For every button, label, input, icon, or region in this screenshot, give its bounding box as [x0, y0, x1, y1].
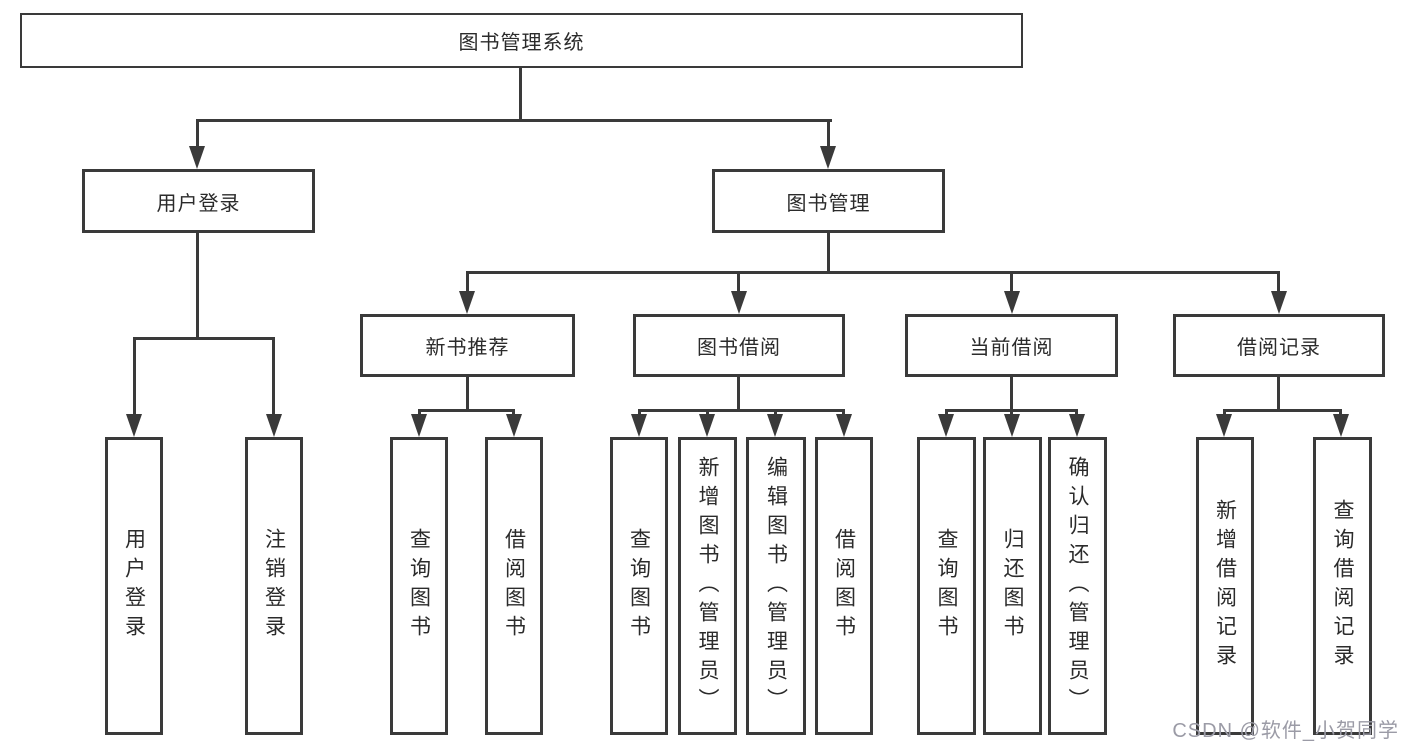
connector-g2-stem	[737, 377, 740, 409]
arrowhead-login-leaf	[126, 414, 142, 437]
connector-book-mgmt-rail	[466, 271, 1280, 274]
csdn-watermark: CSDN @软件_小贺同学	[1172, 720, 1399, 742]
connector-g1-drop2	[512, 409, 515, 417]
node-user-login-label: 用户登录	[156, 192, 241, 215]
node-current-borrowing: 当前借阅	[905, 314, 1118, 377]
connector-g1-rail	[418, 409, 515, 412]
leaf-query-books-3-label: 查询图书	[935, 528, 958, 644]
connector-g4-drop1	[1223, 409, 1226, 417]
arrowhead-g1-leaf2	[506, 414, 522, 437]
leaf-add-books-admin: 新增图书（管理员）	[678, 437, 737, 735]
leaf-add-borrow-record-label: 新增借阅记录	[1213, 499, 1237, 673]
node-book-borrowing-label: 图书借阅	[697, 337, 781, 359]
leaf-query-books-1-label: 查询图书	[407, 528, 431, 644]
connector-drop-logout-leaf	[272, 337, 275, 417]
arrowhead-logout-leaf	[266, 414, 282, 437]
arrowhead-current-borrow	[1004, 291, 1020, 314]
node-book-management: 图书管理	[712, 169, 945, 233]
arrowhead-borrow-record	[1271, 291, 1287, 314]
connector-drop-new-book	[466, 271, 469, 293]
connector-book-mgmt-stem	[827, 233, 830, 271]
node-borrow-records-label: 借阅记录	[1237, 337, 1321, 359]
arrowhead-book-management	[820, 146, 836, 169]
connector-g3-drop2	[1010, 409, 1013, 417]
node-current-borrowing-label: 当前借阅	[969, 337, 1054, 359]
connector-drop-borrow-record	[1277, 271, 1280, 293]
leaf-edit-books-admin-label: 编辑图书（管理员）	[764, 455, 788, 717]
leaf-query-books-1: 查询图书	[390, 437, 448, 735]
leaf-borrow-books-1: 借阅图书	[485, 437, 543, 735]
connector-drop-user-login	[196, 119, 199, 149]
arrowhead-g4-leaf2	[1333, 414, 1349, 437]
node-user-login: 用户登录	[82, 169, 315, 233]
arrowhead-g3-leaf3	[1069, 414, 1085, 437]
connector-g4-drop2	[1339, 409, 1342, 417]
connector-user-login-rail	[133, 337, 275, 340]
leaf-confirm-return-admin: 确认归还（管理员）	[1048, 437, 1107, 735]
arrowhead-user-login	[189, 146, 205, 169]
leaf-user-login: 用户登录	[105, 437, 163, 735]
leaf-query-borrow-record-label: 查询借阅记录	[1331, 499, 1354, 673]
node-book-management-label: 图书管理	[786, 192, 871, 215]
connector-drop-book-management	[827, 119, 830, 149]
arrowhead-g2-leaf3	[767, 414, 783, 437]
connector-g2-drop4	[842, 409, 845, 417]
connector-g2-drop1	[638, 409, 641, 417]
leaf-return-books-label: 归还图书	[1001, 528, 1024, 644]
connector-g1-drop1	[418, 409, 421, 417]
arrowhead-g2-leaf1	[631, 414, 647, 437]
arrowhead-g1-leaf1	[411, 414, 427, 437]
connector-g4-stem	[1277, 377, 1280, 409]
node-root-label: 图书管理系统	[458, 32, 585, 54]
leaf-user-login-label: 用户登录	[122, 528, 146, 644]
connector-g1-stem	[466, 377, 469, 409]
leaf-add-borrow-record: 新增借阅记录	[1196, 437, 1254, 735]
leaf-confirm-return-admin-label: 确认归还（管理员）	[1066, 455, 1089, 717]
connector-g3-stem	[1010, 377, 1013, 409]
connector-g3-drop1	[945, 409, 948, 417]
node-borrow-records: 借阅记录	[1173, 314, 1385, 377]
connector-drop-current-borrow	[1010, 271, 1013, 293]
arrowhead-new-book	[459, 291, 475, 314]
leaf-query-borrow-record: 查询借阅记录	[1313, 437, 1372, 735]
leaf-edit-books-admin: 编辑图书（管理员）	[746, 437, 806, 735]
node-book-borrowing: 图书借阅	[633, 314, 845, 377]
connector-drop-book-borrow	[737, 271, 740, 293]
leaf-logout: 注销登录	[245, 437, 303, 735]
leaf-borrow-books-2-label: 借阅图书	[832, 528, 856, 644]
connector-g2-drop2	[706, 409, 709, 417]
connector-g2-rail	[638, 409, 845, 412]
connector-g2-drop3	[774, 409, 777, 417]
leaf-borrow-books-2: 借阅图书	[815, 437, 873, 735]
node-new-book-recommend: 新书推荐	[360, 314, 575, 377]
node-root-system: 图书管理系统	[20, 13, 1023, 68]
arrowhead-g2-leaf2	[699, 414, 715, 437]
leaf-add-books-admin-label: 新增图书（管理员）	[696, 455, 719, 717]
arrowhead-g3-leaf1	[938, 414, 954, 437]
arrowhead-book-borrow	[731, 291, 747, 314]
leaf-logout-label: 注销登录	[262, 528, 286, 644]
connector-g4-rail	[1223, 409, 1342, 412]
connector-g3-drop3	[1075, 409, 1078, 417]
arrowhead-g3-leaf2	[1004, 414, 1020, 437]
connector-root-stem	[519, 68, 522, 119]
arrowhead-g4-leaf1	[1216, 414, 1232, 437]
leaf-borrow-books-1-label: 借阅图书	[502, 528, 526, 644]
leaf-return-books: 归还图书	[983, 437, 1042, 735]
connector-user-login-stem	[196, 233, 199, 337]
leaf-query-books-2-label: 查询图书	[627, 528, 651, 644]
leaf-query-books-2: 查询图书	[610, 437, 668, 735]
connector-root-rail	[196, 119, 832, 122]
arrowhead-g2-leaf4	[836, 414, 852, 437]
connector-drop-login-leaf	[133, 337, 136, 417]
node-new-book-recommend-label: 新书推荐	[425, 337, 510, 359]
leaf-query-books-3: 查询图书	[917, 437, 976, 735]
